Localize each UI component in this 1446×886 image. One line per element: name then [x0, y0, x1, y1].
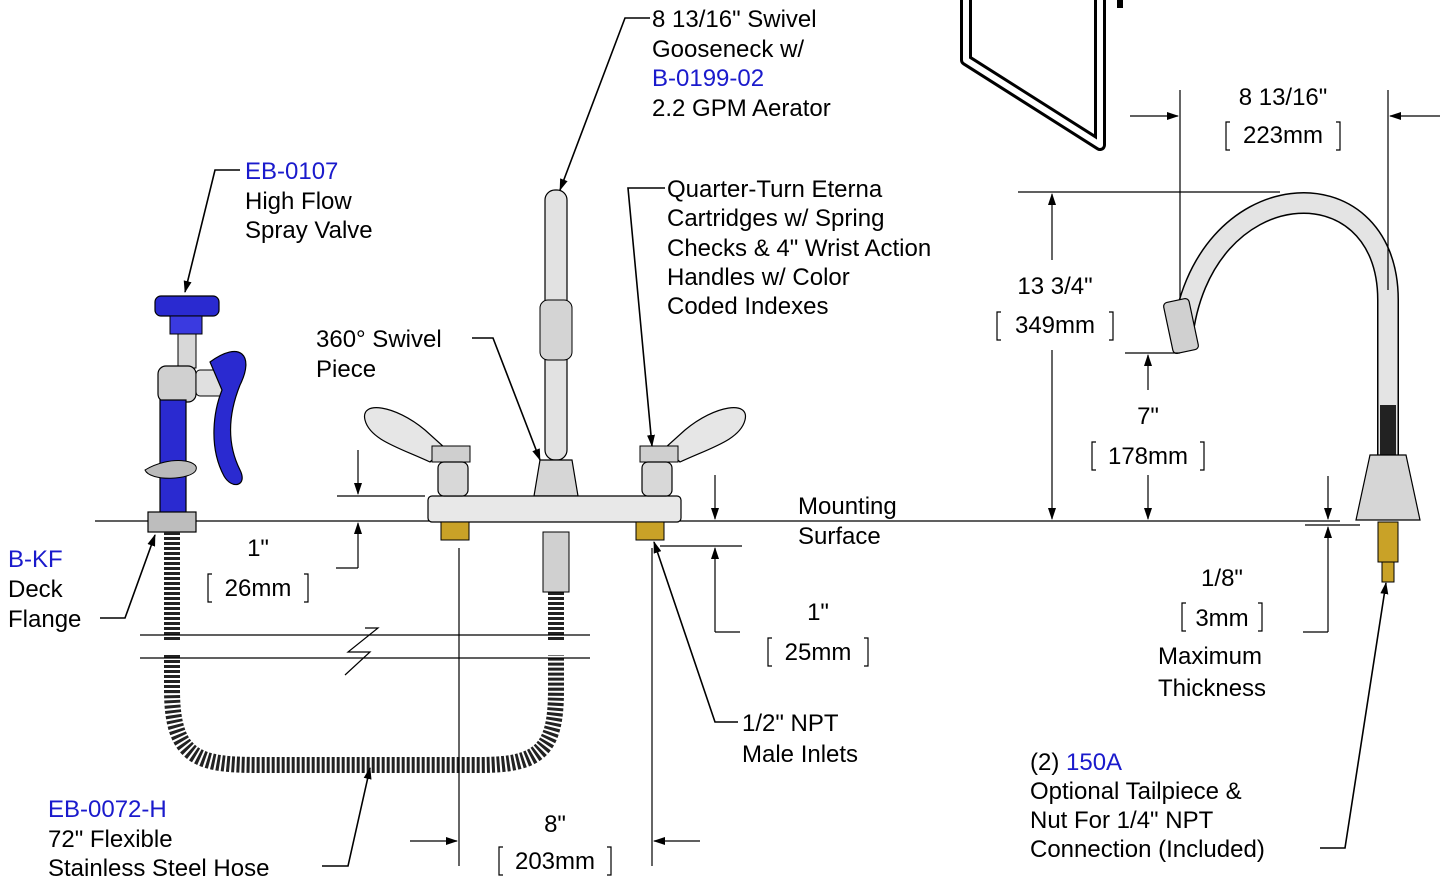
- gooseneck-label-line4: 2.2 GPM Aerator: [652, 95, 831, 122]
- thickness-imperial: 1/8": [1201, 565, 1243, 592]
- deck-flange-part-link[interactable]: B-KF: [8, 546, 63, 573]
- handle-height-metric: 26mm: [225, 575, 292, 602]
- tailpiece-label-line3: Nut For 1/4" NPT: [1030, 807, 1214, 834]
- inlet-length-metric: 25mm: [785, 639, 852, 666]
- tailpiece-label-line1: (2) 150A: [1030, 749, 1122, 776]
- hose-part-link[interactable]: EB-0072-H: [48, 796, 167, 823]
- faucet-body: [364, 189, 746, 541]
- max-thickness-label-line2: Thickness: [1158, 675, 1266, 702]
- spray-valve-label-line3: Spray Valve: [245, 217, 373, 244]
- mounting-surface-label-line2: Surface: [798, 523, 881, 550]
- height-metric: 349mm: [1015, 312, 1095, 339]
- inlets-label-line1: 1/2" NPT: [742, 710, 839, 737]
- deck-flange-label-line3: Flange: [8, 606, 81, 633]
- inlet-length-metric-brackets: [767, 637, 869, 667]
- side-view-faucet: [1163, 192, 1421, 583]
- flexible-hose: [164, 531, 570, 773]
- spray-valve-label-line2: High Flow: [245, 188, 352, 215]
- thickness-metric-brackets: [1181, 602, 1263, 632]
- max-thickness-label-line1: Maximum: [1158, 643, 1262, 670]
- mounting-surface-label-line1: Mounting: [798, 493, 897, 520]
- spray-valve-part-link[interactable]: EB-0107: [245, 158, 338, 185]
- cartridges-label-line1: Quarter-Turn Eterna: [667, 176, 883, 203]
- swivel-piece-label-line2: Piece: [316, 356, 376, 383]
- tailpiece-label-line2: Optional Tailpiece &: [1030, 778, 1242, 805]
- handle-height-imperial: 1": [247, 535, 269, 562]
- clearance-imperial: 7": [1137, 403, 1159, 430]
- centers-metric-brackets: [498, 846, 612, 876]
- deck-flange-label-line2: Deck: [8, 576, 64, 603]
- reach-metric-brackets: [1225, 121, 1341, 151]
- reach-imperial: 8 13/16": [1239, 84, 1328, 111]
- gooseneck-label-line2: Gooseneck w/: [652, 36, 804, 63]
- break-lines: [140, 627, 590, 676]
- gooseneck-label-line1: 8 13/16" Swivel: [652, 6, 817, 33]
- inset-corner-fragment: [960, 0, 1123, 151]
- cartridges-label-line2: Cartridges w/ Spring: [667, 205, 884, 232]
- cartridges-label-line3: Checks & 4" Wrist Action: [667, 235, 931, 262]
- cartridges-label-line4: Handles w/ Color: [667, 264, 850, 291]
- swivel-piece-label-line1: 360° Swivel: [316, 326, 442, 353]
- inlet-length-imperial: 1": [807, 599, 829, 626]
- gooseneck-part-link[interactable]: B-0199-02: [652, 65, 764, 92]
- cartridges-label-line5: Coded Indexes: [667, 293, 828, 320]
- clearance-metric: 178mm: [1108, 443, 1188, 470]
- tailpiece-prefix: (2): [1030, 749, 1066, 776]
- height-metric-brackets: [996, 311, 1114, 341]
- height-imperial: 13 3/4": [1017, 273, 1092, 300]
- tailpiece-part-link[interactable]: 150A: [1066, 749, 1122, 776]
- leader-lines: [100, 17, 1389, 867]
- centers-imperial: 8": [544, 811, 566, 838]
- tailpiece-label-line4: Connection (Included): [1030, 836, 1265, 863]
- clearance-metric-brackets: [1091, 441, 1205, 471]
- hose-label-line2: 72" Flexible: [48, 826, 173, 853]
- inlets-label-line2: Male Inlets: [742, 741, 858, 768]
- dimension-lines: [336, 90, 1440, 866]
- reach-metric: 223mm: [1243, 122, 1323, 149]
- handle-height-metric-brackets: [207, 573, 309, 603]
- centers-metric: 203mm: [515, 848, 595, 875]
- thickness-metric: 3mm: [1195, 605, 1248, 632]
- spray-valve-assembly: [144, 295, 247, 533]
- hose-label-line3: Stainless Steel Hose: [48, 855, 269, 881]
